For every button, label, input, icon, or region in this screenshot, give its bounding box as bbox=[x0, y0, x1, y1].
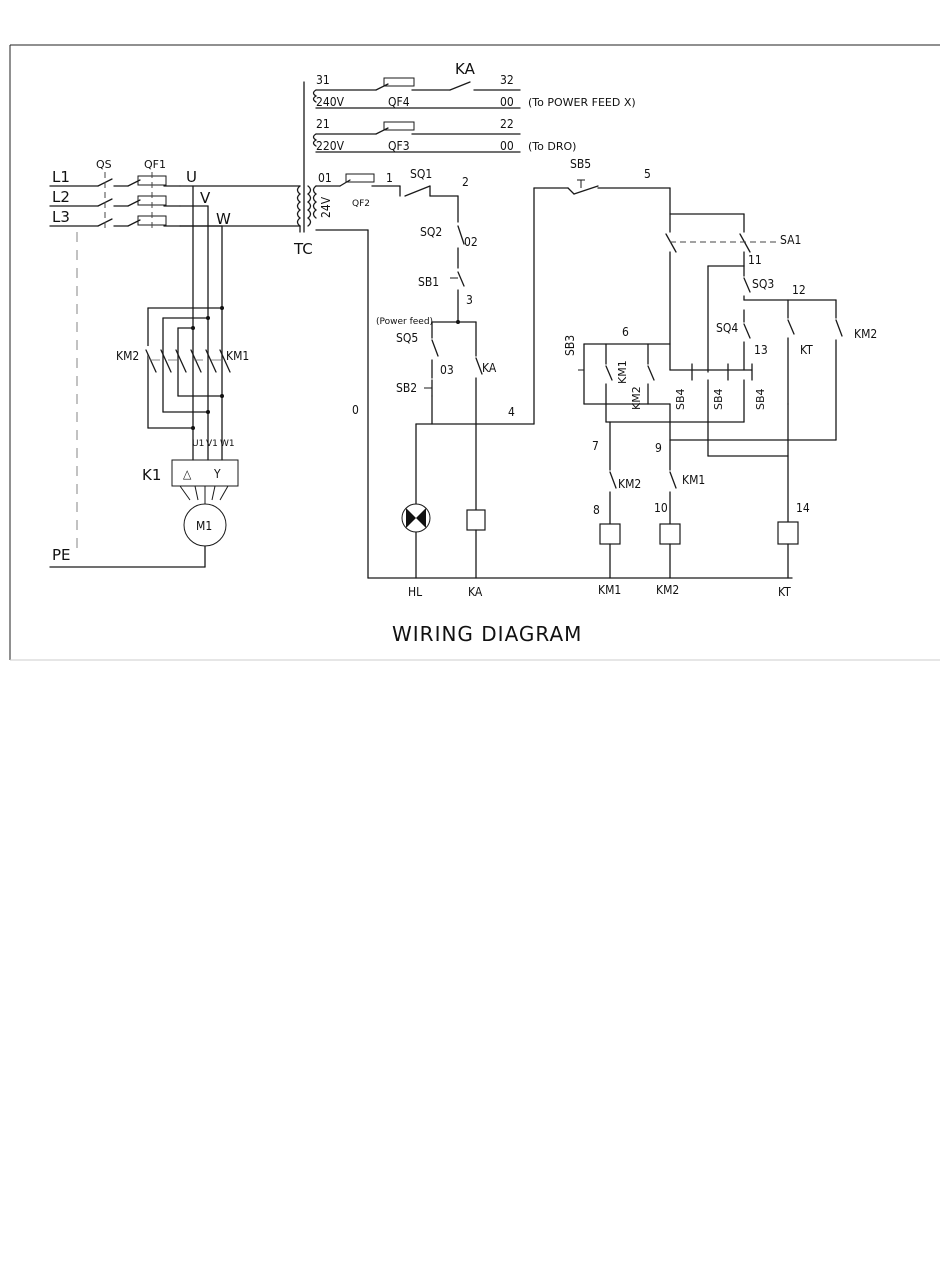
label-sb4-b: SB4 bbox=[712, 388, 725, 410]
label-l3: L3 bbox=[52, 208, 70, 226]
label-km2-power: KM2 bbox=[116, 349, 139, 363]
label-4: 4 bbox=[508, 405, 515, 419]
label-02: 02 bbox=[464, 235, 478, 249]
label-sq4: SQ4 bbox=[716, 321, 738, 335]
label-m1: M1 bbox=[196, 519, 212, 533]
lamp-cross bbox=[406, 508, 426, 528]
label-k1: K1 bbox=[142, 466, 161, 484]
label-star: Y bbox=[213, 467, 221, 481]
label-w: W bbox=[216, 210, 231, 228]
label-7: 7 bbox=[592, 439, 599, 453]
label-hl: HL bbox=[408, 585, 422, 599]
label-24v: 24V bbox=[319, 196, 333, 218]
label-qs: QS bbox=[96, 158, 112, 171]
label-ka-coil: KA bbox=[468, 585, 483, 599]
label-pe: PE bbox=[52, 546, 71, 564]
label-32: 32 bbox=[500, 73, 514, 87]
coil-ka bbox=[467, 510, 485, 530]
label-9: 9 bbox=[655, 441, 662, 455]
label-km2-aux-v: KM2 bbox=[630, 386, 643, 410]
label-power-feed-x: (To POWER FEED X) bbox=[528, 96, 636, 109]
qf4-line bbox=[376, 78, 520, 90]
power-circuit bbox=[50, 172, 300, 567]
label-l1: L1 bbox=[52, 168, 70, 186]
label-km2-aux: KM2 bbox=[854, 327, 877, 341]
coil-km2 bbox=[660, 524, 680, 544]
label-31: 31 bbox=[316, 73, 330, 87]
label-qf3: QF3 bbox=[388, 139, 410, 153]
label-km2-coil: KM2 bbox=[656, 583, 679, 597]
label-qf2: QF2 bbox=[352, 199, 370, 209]
label-14: 14 bbox=[796, 501, 810, 515]
label-u: U bbox=[186, 168, 197, 186]
label-10: 10 bbox=[654, 501, 668, 515]
label-00-a: 00 bbox=[500, 95, 514, 109]
label-sq3: SQ3 bbox=[752, 277, 774, 291]
label-km1-power: KM1 bbox=[226, 349, 249, 363]
label-sb4-a: SB4 bbox=[674, 388, 687, 410]
label-qf4: QF4 bbox=[388, 95, 410, 109]
label-0: 0 bbox=[352, 403, 359, 417]
label-2: 2 bbox=[462, 175, 469, 189]
label-sb2: SB2 bbox=[396, 381, 417, 395]
label-l2: L2 bbox=[52, 188, 70, 206]
control-circuit bbox=[340, 174, 842, 578]
coil-km1 bbox=[600, 524, 620, 544]
label-6: 6 bbox=[622, 325, 629, 339]
label-v: V bbox=[200, 189, 211, 207]
label-22: 22 bbox=[500, 117, 514, 131]
label-sa1: SA1 bbox=[780, 233, 801, 247]
label-00-b: 00 bbox=[500, 139, 514, 153]
label-13: 13 bbox=[754, 343, 768, 357]
label-21: 21 bbox=[316, 117, 330, 131]
label-km1-aux: KM1 bbox=[616, 360, 629, 384]
label-11: 11 bbox=[748, 253, 762, 267]
label-sb3: SB3 bbox=[563, 335, 577, 356]
km1-contacts bbox=[191, 350, 230, 372]
label-sq1: SQ1 bbox=[410, 167, 432, 181]
label-u1: U1 bbox=[192, 439, 204, 449]
label-5: 5 bbox=[644, 167, 651, 181]
labels: L1 L2 L3 QS QF1 U V W KM2 KM1 U1 V1 W1 K… bbox=[52, 60, 877, 646]
qf3-line bbox=[376, 122, 520, 134]
label-220v: 220V bbox=[316, 139, 345, 153]
label-kt-contact: KT bbox=[800, 343, 813, 357]
label-w1: W1 bbox=[220, 439, 235, 449]
diagram-title: WIRING DIAGRAM bbox=[392, 622, 582, 646]
label-sq2: SQ2 bbox=[420, 225, 442, 239]
label-sq5: SQ5 bbox=[396, 331, 418, 345]
label-v1: V1 bbox=[206, 439, 218, 449]
label-sb5: SB5 bbox=[570, 157, 591, 171]
label-sb4-c: SB4 bbox=[754, 388, 767, 410]
label-kt-coil: KT bbox=[778, 585, 791, 599]
label-ka-contact: KA bbox=[482, 361, 497, 375]
label-ka-top: KA bbox=[455, 60, 476, 78]
label-240v: 240V bbox=[316, 95, 345, 109]
label-qf1: QF1 bbox=[144, 158, 166, 171]
label-3: 3 bbox=[466, 293, 473, 307]
label-km1-nc: KM1 bbox=[682, 473, 705, 487]
label-km2-nc: KM2 bbox=[618, 477, 641, 491]
label-dro: (To DRO) bbox=[528, 140, 576, 153]
label-8: 8 bbox=[593, 503, 600, 517]
label-km1-coil: KM1 bbox=[598, 583, 621, 597]
label-12: 12 bbox=[792, 283, 806, 297]
label-03: 03 bbox=[440, 363, 454, 377]
label-power-feed: (Power feed) bbox=[376, 317, 433, 327]
coil-kt bbox=[778, 522, 798, 544]
label-delta: △ bbox=[183, 467, 192, 481]
label-sb1: SB1 bbox=[418, 275, 439, 289]
label-tc: TC bbox=[293, 240, 313, 258]
label-01: 01 bbox=[318, 171, 332, 185]
label-1: 1 bbox=[386, 171, 393, 185]
k1-starter-box bbox=[172, 460, 238, 486]
km2-contacts bbox=[146, 348, 186, 372]
